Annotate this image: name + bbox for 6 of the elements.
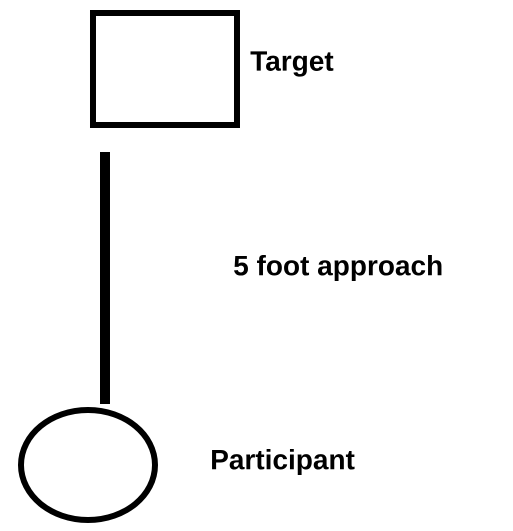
target-box [90, 10, 240, 128]
node-caption: Target [250, 51, 334, 77]
participant-circle [18, 407, 158, 523]
node-caption: Participant [212, 448, 355, 476]
edge-label: 5 foot approach [232, 254, 444, 282]
connector-line [100, 152, 110, 404]
